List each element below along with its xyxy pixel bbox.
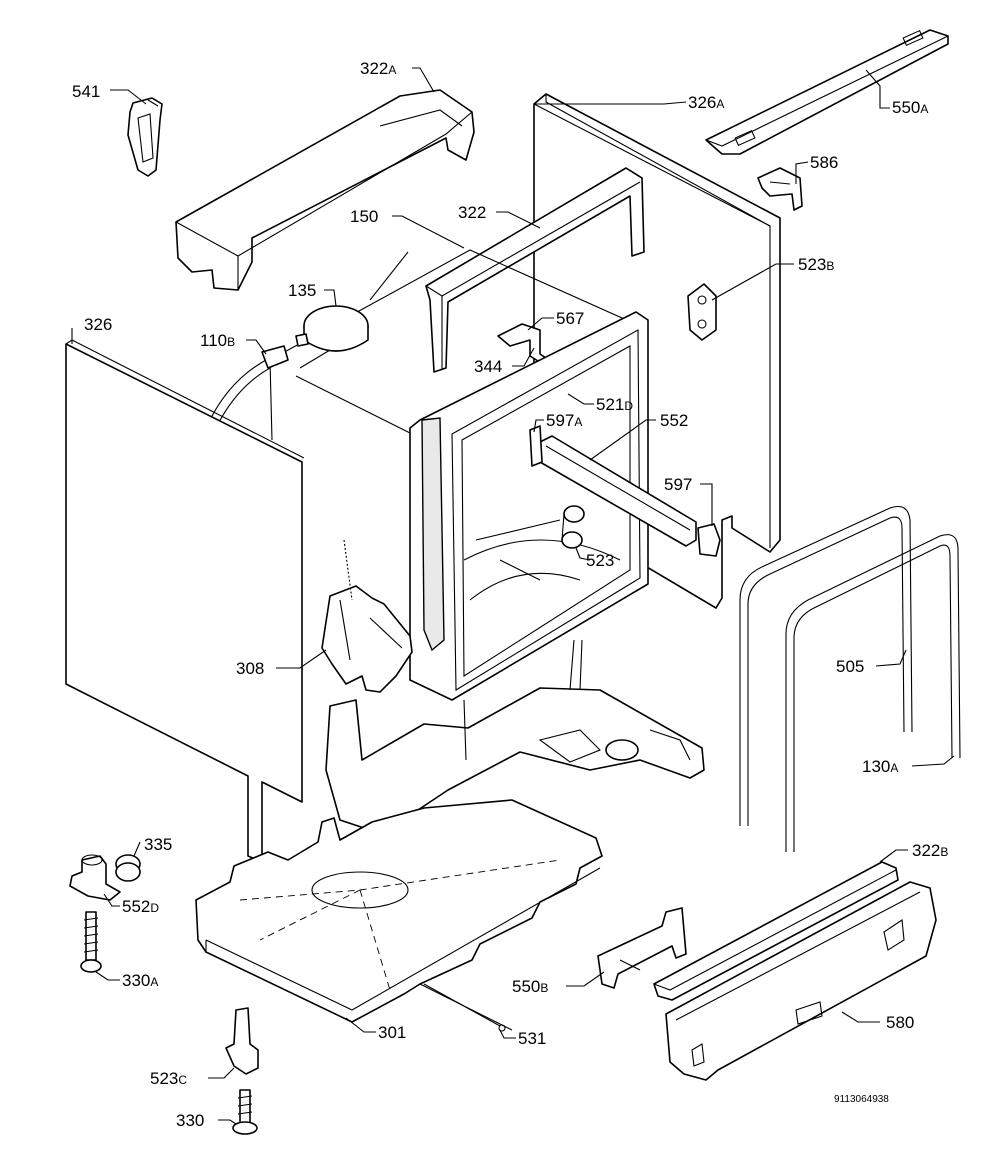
label-531: 531 [518, 1029, 546, 1048]
part-labels: 541 322A 326A 550A 586 150 322 523B 135 … [72, 59, 948, 1130]
part-326-side-panel-drawing [65, 339, 305, 863]
part-130A-seal-drawing [785, 534, 961, 852]
drawing-code: 9113064938 [834, 1094, 889, 1105]
part-531-rod-drawing [423, 983, 506, 1032]
label-541: 541 [72, 82, 100, 101]
part-523-fittings-drawing [561, 505, 585, 549]
part-322B-rail-drawing [653, 861, 899, 1001]
part-330A-screw-drawing [80, 911, 102, 973]
label-130A: 130A [862, 757, 898, 776]
label-335: 335 [144, 835, 172, 854]
part-330-bolt-drawing [232, 1089, 258, 1135]
label-505: 505 [836, 657, 864, 676]
label-597A: 597A [546, 411, 582, 430]
label-523: 523 [586, 551, 614, 570]
label-550B: 550B [512, 977, 548, 996]
label-580: 580 [886, 1013, 914, 1032]
label-550A: 550A [892, 98, 928, 117]
leader-lines [71, 67, 955, 1125]
label-521D: 521D [596, 395, 633, 414]
label-330: 330 [176, 1111, 204, 1130]
part-308-lock-drawing [321, 539, 413, 693]
part-523C-hinge-drawing [225, 1007, 259, 1075]
part-586-bracket-drawing [757, 167, 803, 211]
part-523B-grommet-drawing [687, 283, 717, 341]
label-326A: 326A [688, 93, 724, 112]
part-110B-hose-drawing [209, 345, 289, 425]
part-597-clip-drawing [697, 523, 721, 557]
label-586: 586 [810, 153, 838, 172]
part-322-rail-drawing [425, 167, 645, 373]
label-326: 326 [84, 315, 112, 334]
part-tub-front-frame-drawing [409, 311, 649, 701]
part-550A-strip-drawing [705, 29, 949, 155]
label-135: 135 [288, 281, 316, 300]
label-523B: 523B [798, 255, 834, 274]
label-322A: 322A [360, 59, 396, 78]
part-550B-bracket-drawing [597, 907, 687, 989]
label-308: 308 [236, 659, 264, 678]
label-552: 552 [660, 411, 688, 430]
part-335-nut-drawing [115, 854, 141, 882]
part-322A-rail-drawing [175, 89, 475, 291]
part-505-seal-drawing [739, 505, 913, 826]
label-110B: 110B [200, 331, 235, 350]
part-541-clip-drawing [127, 97, 163, 177]
label-150: 150 [350, 207, 378, 226]
part-580-kickplate-drawing [665, 881, 937, 1081]
part-552D-valve-drawing [69, 854, 121, 901]
label-597: 597 [664, 475, 692, 494]
part-552-bar-drawing [529, 425, 697, 547]
part-135-dispenser-drawing [295, 305, 369, 352]
label-552D: 552D [122, 897, 159, 916]
label-344: 344 [474, 357, 502, 376]
label-322: 322 [458, 203, 486, 222]
label-322B: 322B [912, 841, 948, 860]
label-330A: 330A [122, 971, 158, 990]
label-301: 301 [378, 1023, 406, 1042]
label-523C: 523C [150, 1069, 187, 1088]
label-567: 567 [556, 309, 584, 328]
